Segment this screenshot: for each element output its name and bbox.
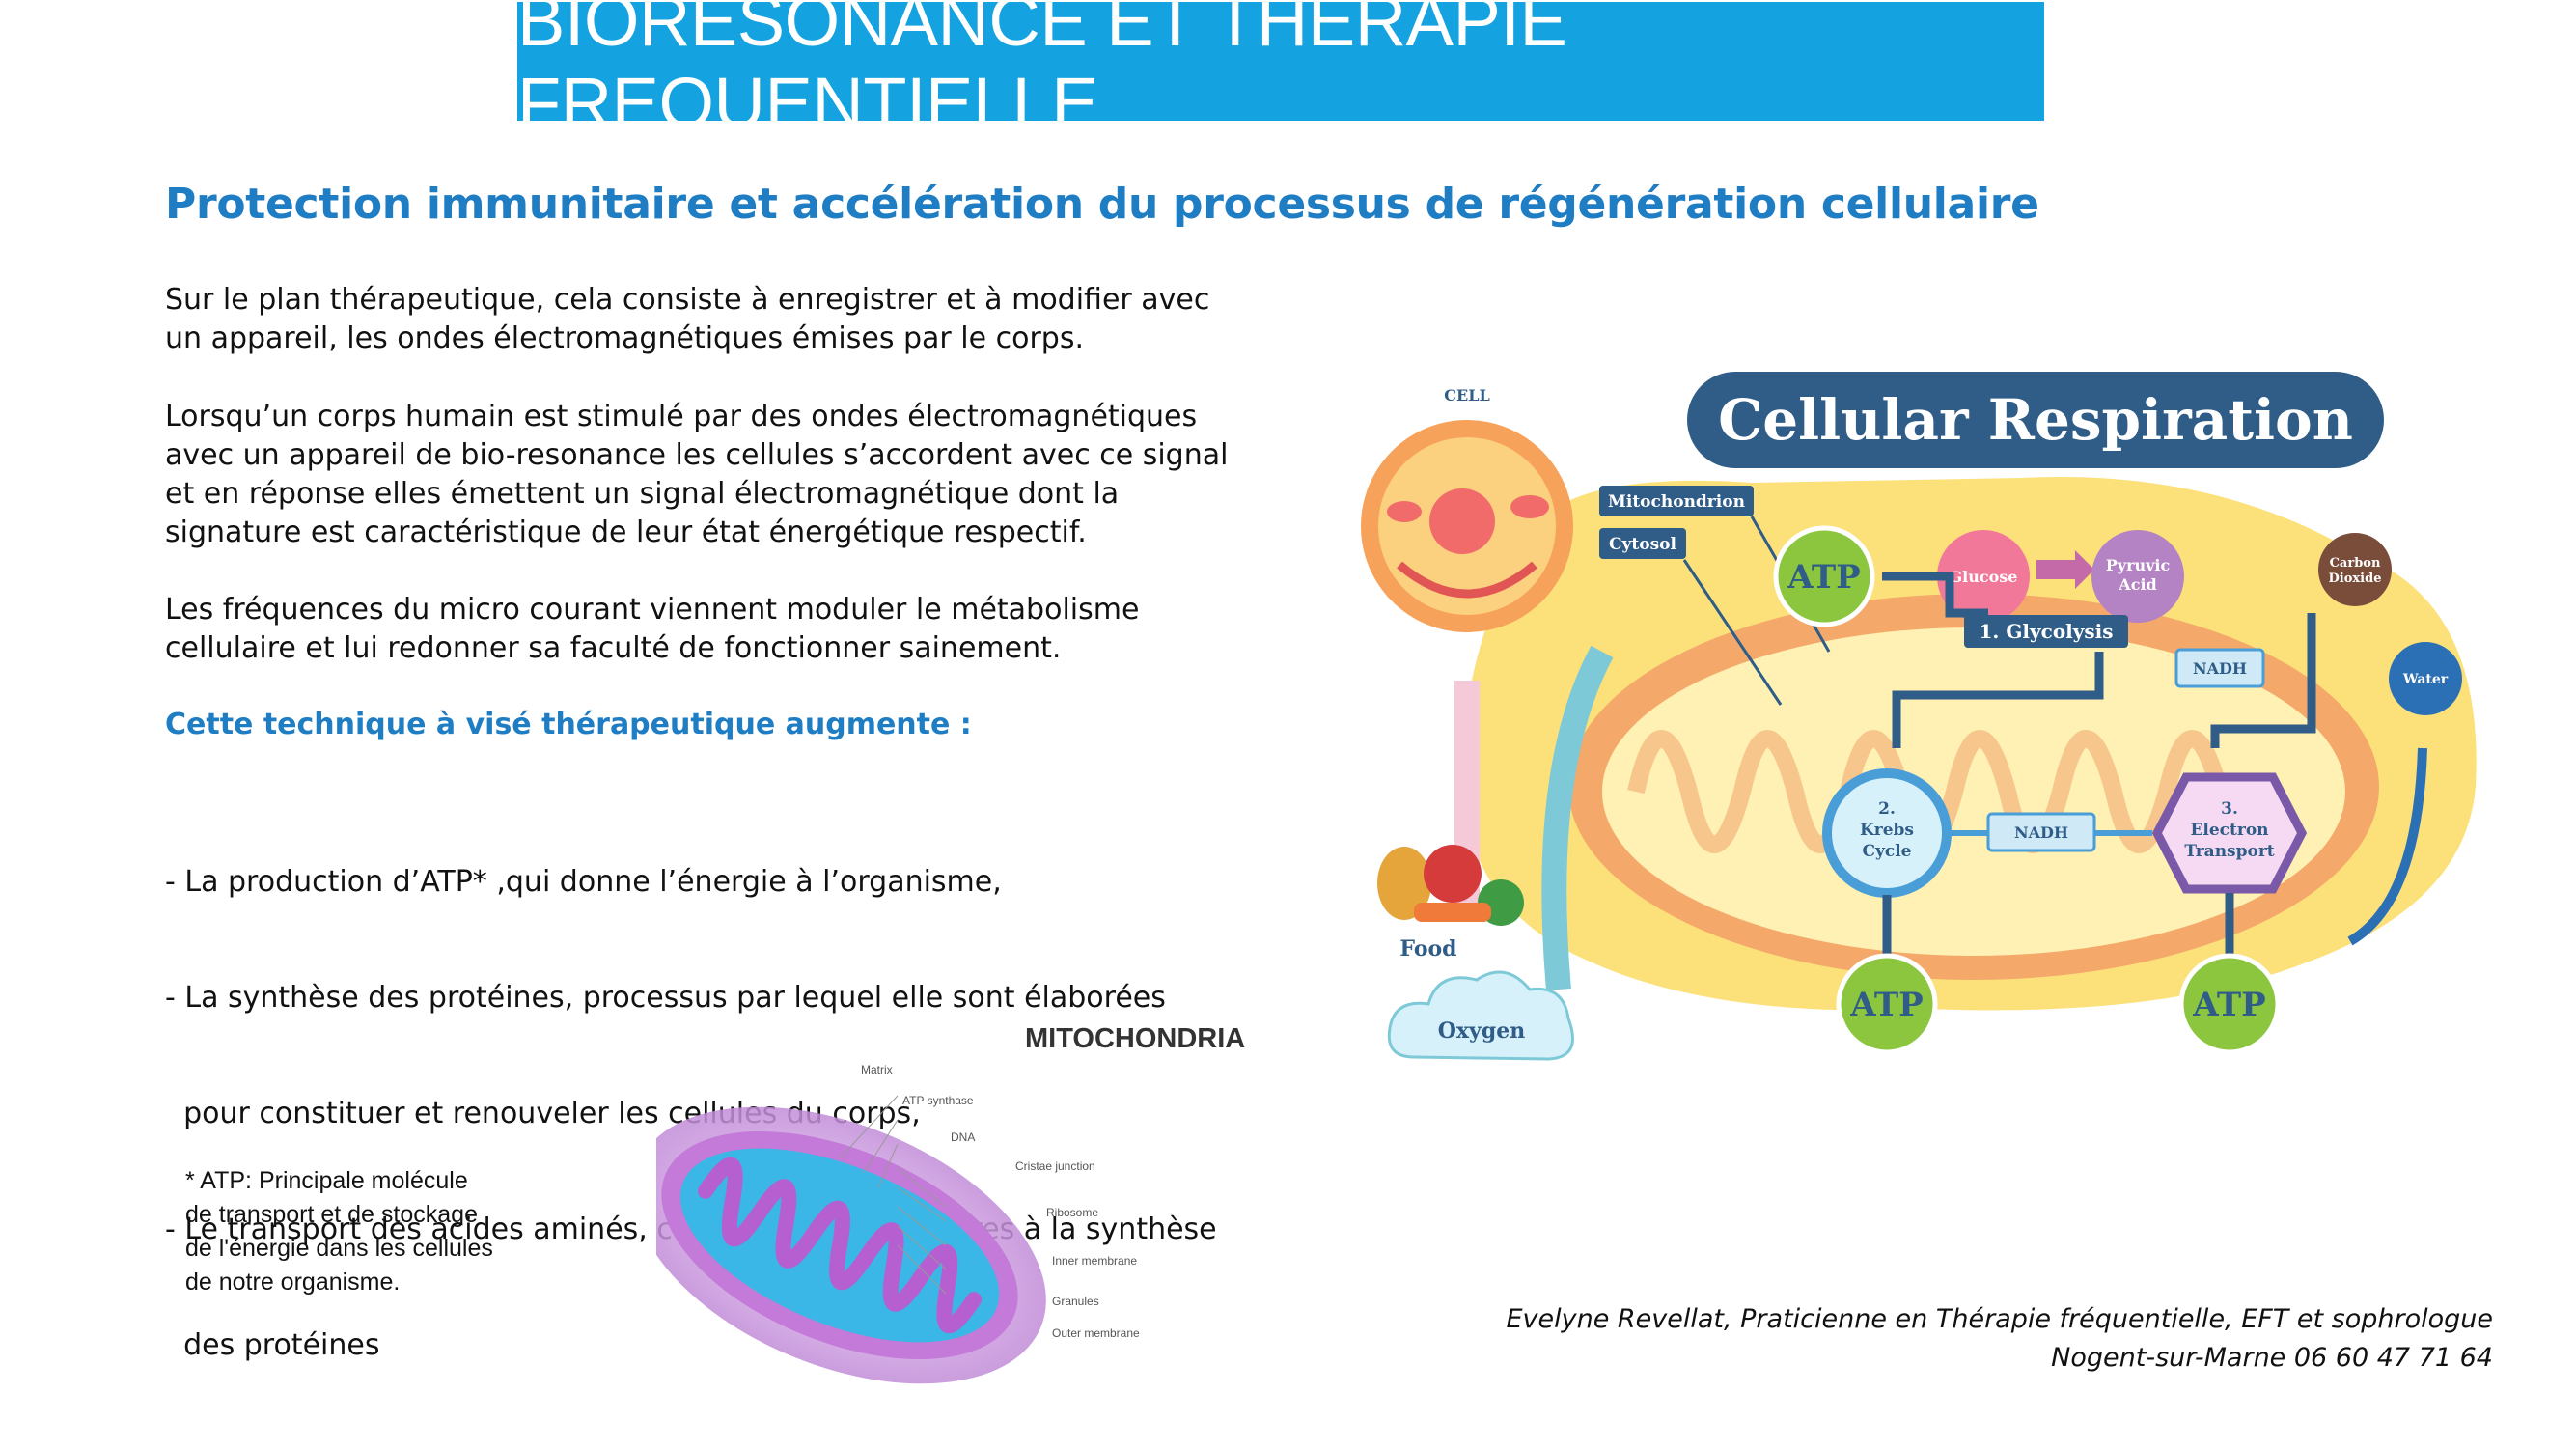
respiration-title-text: Cellular Respiration [1718, 387, 2353, 453]
food-illustration [1377, 845, 1524, 926]
list-item: - La production d’ATP* ,qui donne l’éner… [165, 865, 1002, 899]
page-title: BIORESONANCE ET THERAPIE FREQUENTIELLE [517, 0, 1567, 143]
food-label: Food [1399, 936, 1456, 962]
nadh-top-label: NADH [2193, 659, 2247, 678]
list-item: des protéines [165, 1328, 380, 1362]
cell-illustration [1361, 420, 1573, 632]
paragraph-2-text: Lorsqu’un corps humain est stimulé par d… [165, 400, 1229, 549]
krebs-cycle-circle [1822, 768, 1952, 898]
nadh-top-tag [2174, 648, 2265, 688]
pyruvic-label: Pyruvic [2106, 556, 2171, 574]
paragraph-1-text: Sur le plan thérapeutique, cela consiste… [165, 283, 1210, 355]
paragraph-3-text: Les fréquences du micro courant viennent… [165, 593, 1140, 665]
mitochondrion-label: Mitochondrion [1608, 492, 1745, 512]
mitochondrion-cristae [1627, 730, 2282, 853]
mitochondrion-inner [1602, 627, 2345, 956]
respiration-title: Cellular Respiration [1687, 372, 2384, 468]
glucose-label: Glucose [1950, 568, 2018, 586]
glycolysis-tag [1964, 615, 2128, 648]
nadh-middle-label: NADH [2014, 823, 2068, 842]
label-inner-membrane: Inner membrane [1052, 1254, 1137, 1268]
krebs-label: Krebs [1860, 821, 1914, 840]
label-granules: Granules [1052, 1295, 1099, 1308]
glucose-circle [1937, 530, 2030, 623]
label-atp-synthase: ATP synthase [902, 1094, 974, 1107]
acid-label: Acid [2118, 575, 2156, 594]
section-subtitle: Protection immunitaire et accélération d… [165, 180, 2039, 229]
header-banner: BIORESONANCE ET THERAPIE FREQUENTIELLE [517, 0, 2044, 143]
water-label: Water [2402, 672, 2449, 687]
transport-label: Transport [2184, 842, 2274, 861]
label-ribosome: Ribosome [1046, 1206, 1098, 1219]
electron-transport-number: 3. [2221, 799, 2238, 819]
label-cristae-junction: Cristae junction [1015, 1159, 1095, 1173]
cytosol-label: Cytosol [1609, 535, 1677, 554]
paragraph-2: Lorsqu’un corps humain est stimulé par d… [165, 398, 1256, 552]
atp-top-label: ATP [1787, 558, 1860, 597]
cellular-respiration-diagram: CELL Mitochondrion Cytosol ATP Glucose P… [1361, 386, 2477, 1061]
water-circle [2389, 642, 2462, 715]
glycolysis-label: 1. Glycolysis [1980, 620, 2114, 643]
krebs-number: 2. [1878, 799, 1896, 819]
mitochondrion-tag [1599, 486, 1754, 516]
carbon-dioxide-circle [2318, 533, 2392, 606]
signature-name: Evelyne Revellat, Praticienne en Thérapi… [1506, 1304, 2493, 1334]
mitochondria-title: MITOCHONDRIA [1025, 1023, 1246, 1054]
oxygen-label: Oxygen [1438, 1018, 1525, 1044]
cristae-shape [697, 1157, 983, 1334]
atp-right-label: ATP [2192, 986, 2265, 1024]
cytosol-tag [1599, 528, 1686, 559]
atp-left-label: ATP [1849, 986, 1923, 1024]
cell-label: CELL [1444, 386, 1489, 404]
highlight-heading: Cette technique à visé thérapeutique aug… [165, 708, 972, 741]
label-dna: DNA [951, 1130, 975, 1144]
electron-label: Electron [2190, 821, 2268, 840]
atp-top-icon [1773, 525, 1875, 627]
signature-location: Nogent-sur-Marne 06 60 47 71 64 [2051, 1343, 2493, 1373]
atp-footnote: * ATP: Principale molécule de transport … [185, 1167, 493, 1296]
signature: Evelyne Revellat, Praticienne en Thérapi… [1506, 1300, 2493, 1378]
oxygen-cloud [1387, 970, 1574, 1061]
atp-left-icon [1836, 953, 1938, 1055]
mitochondria-illustration: Matrix ATP synthase DNA Cristae junction… [656, 1063, 1140, 1384]
list-item: - La synthèse des protéines, processus p… [165, 981, 1166, 1015]
carbon-label: Carbon [2330, 556, 2381, 571]
electron-transport-hexagon [2151, 772, 2308, 894]
paragraph-1: Sur le plan thérapeutique, cela consiste… [165, 281, 1256, 358]
cycle-label: Cycle [1862, 842, 1911, 861]
paragraph-3: Les fréquences du micro courant viennent… [165, 591, 1256, 668]
pyruvic-acid-circle [2091, 530, 2184, 623]
label-matrix: Matrix [861, 1063, 893, 1076]
label-outer-membrane: Outer membrane [1052, 1326, 1140, 1340]
teal-arrow [1541, 645, 1614, 991]
dioxide-label: Dioxide [2329, 572, 2382, 586]
atp-right-icon [2178, 953, 2281, 1055]
